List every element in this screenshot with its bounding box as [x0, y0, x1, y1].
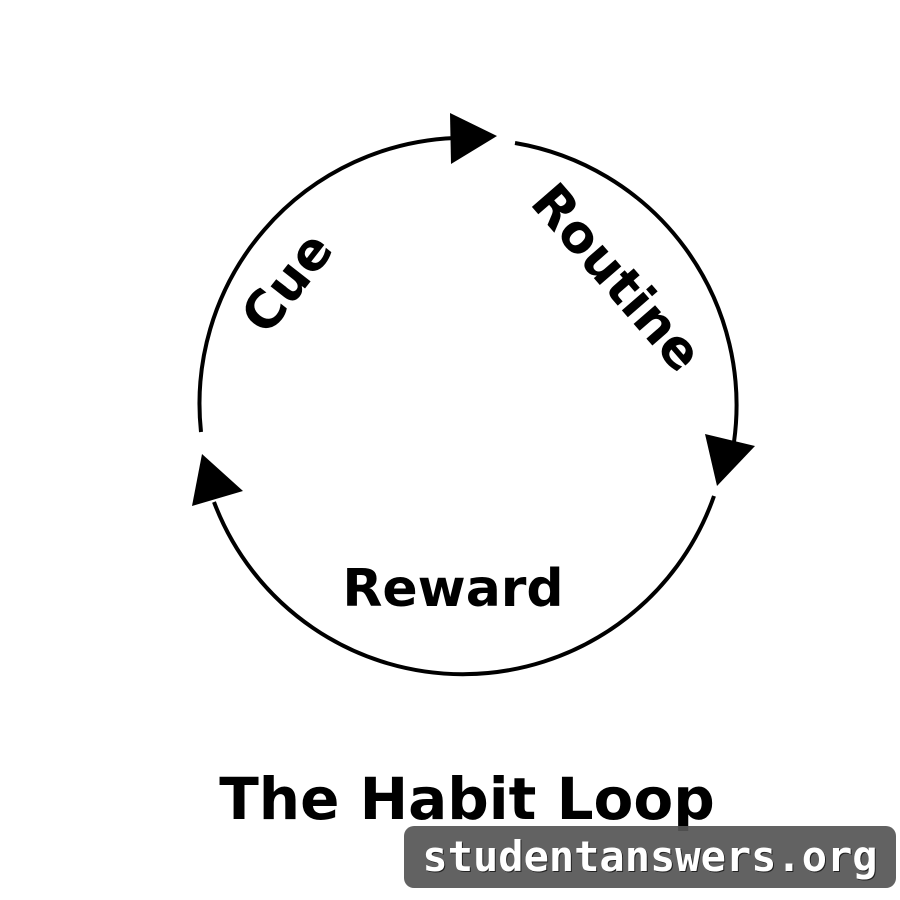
arc-routine-to-reward: [514, 141, 739, 443]
stage-label-cue: Cue: [230, 221, 345, 345]
stage-label-reward: Reward: [342, 559, 563, 619]
arrowhead-left-icon: [192, 454, 243, 506]
arrowhead-top-icon: [450, 113, 497, 164]
watermark-text: studentanswers.org: [422, 832, 878, 881]
watermark-badge: studentanswers.org: [404, 826, 896, 888]
arc-reward-to-cue: [212, 495, 716, 677]
arc-cue-to-routine: [197, 136, 456, 433]
diagram-title: The Habit Loop: [219, 765, 715, 833]
arrowhead-right-icon: [705, 434, 755, 486]
stage-label-routine: Routine: [519, 172, 714, 383]
